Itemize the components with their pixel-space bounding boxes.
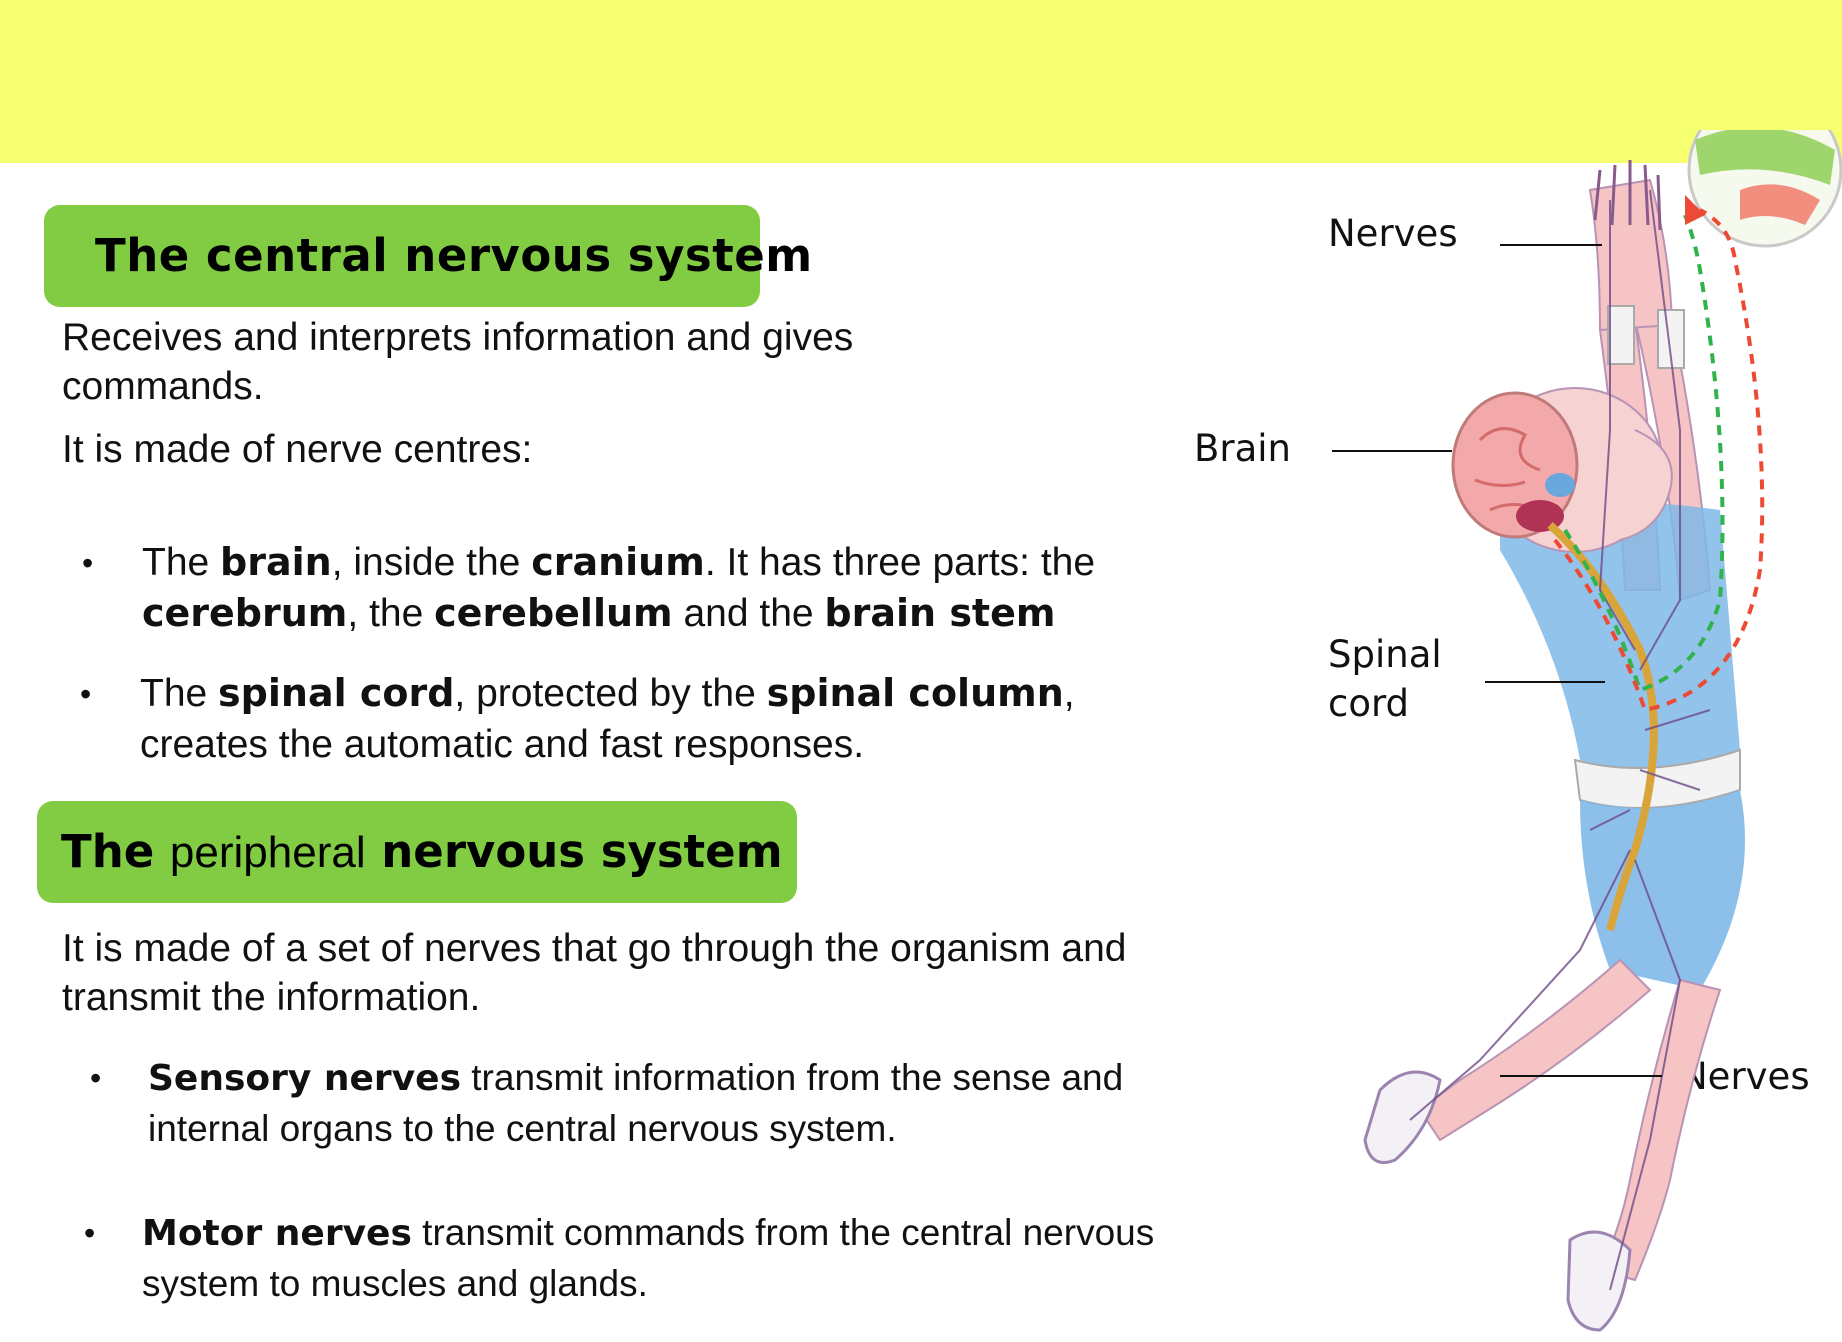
peripheral-heading-part: peripheral bbox=[169, 828, 366, 877]
central-line-1: Receives and interprets information and … bbox=[62, 316, 854, 359]
term-cerebrum: cerebrum bbox=[142, 591, 348, 635]
bullet-motor-nerves: Motor nerves transmit commands from the … bbox=[142, 1208, 1154, 1309]
term-cerebellum: cerebellum bbox=[434, 591, 673, 635]
title-band bbox=[0, 0, 1842, 163]
peripheral-line-1: It is made of a set of nerves that go th… bbox=[62, 927, 1127, 970]
bullet-brain-text: , the bbox=[347, 592, 435, 635]
term-cranium: cranium bbox=[531, 540, 705, 584]
central-heading-box: The central nervous system bbox=[44, 205, 812, 307]
leg-graphic bbox=[1363, 958, 1722, 1332]
bullet-brain-text: . It has three parts: the bbox=[704, 541, 1096, 584]
bullet-spinal-text: , protected by the bbox=[454, 672, 767, 715]
motor-pathway-arrow bbox=[1553, 208, 1765, 713]
head-brain-graphic bbox=[1451, 387, 1673, 553]
label-spinal-cord-line: Spinal bbox=[1328, 633, 1442, 676]
term-sensory-nerves: Sensory nerves bbox=[148, 1058, 461, 1099]
bullet-dot: • bbox=[80, 676, 92, 712]
bullet-sensory-text: internal organs to the central nervous s… bbox=[148, 1108, 897, 1149]
bullet-motor-text: transmit commands from the central nervo… bbox=[411, 1212, 1155, 1253]
label-spinal-cord-line: cord bbox=[1328, 682, 1410, 725]
bullet-motor-text: system to muscles and glands. bbox=[142, 1263, 648, 1304]
term-brain: brain bbox=[220, 540, 332, 584]
bullet-dot: • bbox=[82, 545, 94, 581]
peripheral-heading-box: The peripheral nervous system bbox=[37, 801, 797, 903]
shorts-graphic bbox=[1580, 790, 1745, 990]
bullet-dot: • bbox=[84, 1215, 96, 1251]
term-spinal-cord: spinal cord bbox=[218, 671, 455, 715]
torso-graphic bbox=[1500, 502, 1741, 809]
bullet-dot: • bbox=[90, 1060, 102, 1096]
bullet-spinal-text: creates the automatic and fast responses… bbox=[140, 723, 865, 766]
bullet-brain-text: and the bbox=[672, 592, 825, 635]
label-nerves-bottom: Nerves bbox=[1680, 1055, 1810, 1098]
label-spinal-cord: Spinal cord bbox=[1328, 630, 1442, 728]
bullet-sensory-text: transmit information from the sense and bbox=[461, 1057, 1124, 1098]
peripheral-heading: The peripheral nervous system bbox=[61, 825, 783, 878]
nerve-branches-graphic bbox=[1409, 189, 1711, 1291]
peripheral-heading-part: nervous system bbox=[365, 825, 783, 878]
bullet-spinal-cord: The spinal cord, protected by the spinal… bbox=[140, 668, 1075, 770]
peripheral-description: It is made of a set of nerves that go th… bbox=[62, 924, 1126, 1022]
central-line-3: It is made of nerve centres: bbox=[62, 428, 533, 471]
bullet-brain: The brain, inside the cranium. It has th… bbox=[142, 537, 1095, 639]
bullet-sensory-nerves: Sensory nerves transmit information from… bbox=[148, 1053, 1123, 1154]
nervous-system-illustration bbox=[1332, 130, 1842, 1332]
sensory-pathway-arrow bbox=[1563, 214, 1725, 693]
peripheral-heading-part: The bbox=[61, 825, 170, 878]
bullet-brain-text: The bbox=[142, 541, 221, 584]
central-line-2: commands. bbox=[62, 365, 264, 408]
central-description: Receives and interprets information and … bbox=[62, 313, 853, 411]
peripheral-line-2: transmit the information. bbox=[62, 976, 481, 1019]
label-brain: Brain bbox=[1194, 427, 1291, 470]
term-motor-nerves: Motor nerves bbox=[142, 1213, 412, 1254]
spinal-cord-graphic bbox=[1547, 522, 1658, 931]
label-nerves-top: Nerves bbox=[1328, 212, 1458, 255]
term-spinal-column: spinal column bbox=[766, 671, 1064, 715]
arrow-head-icon bbox=[1685, 195, 1705, 225]
term-brain-stem: brain stem bbox=[824, 591, 1056, 635]
bullet-brain-text: , inside the bbox=[331, 541, 532, 584]
bullet-spinal-text: , bbox=[1063, 672, 1075, 715]
bullet-spinal-text: The bbox=[140, 672, 219, 715]
ball-graphic bbox=[1687, 130, 1842, 248]
central-heading: The central nervous system bbox=[95, 229, 813, 282]
